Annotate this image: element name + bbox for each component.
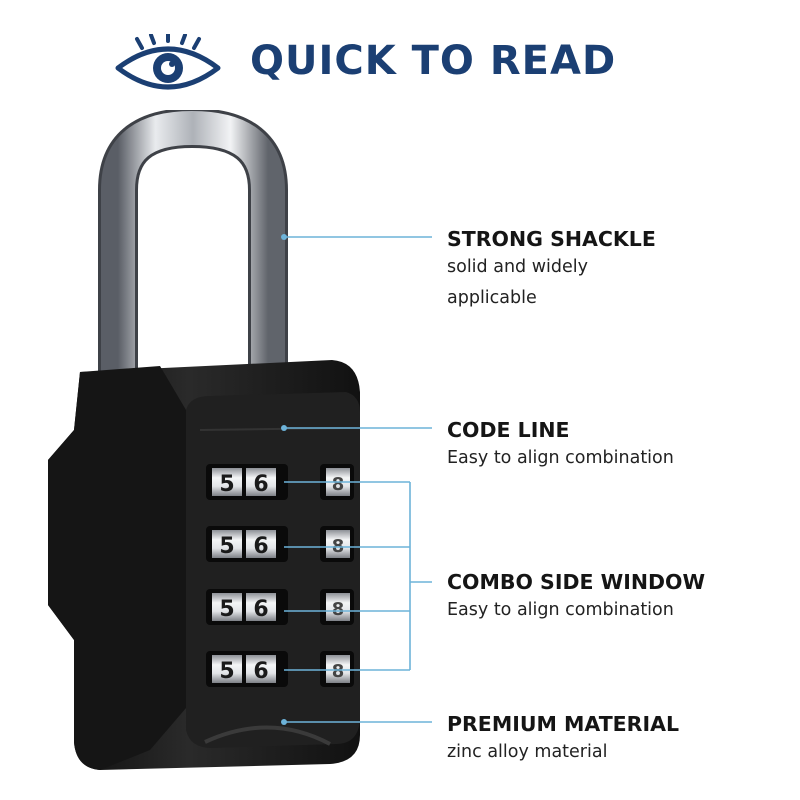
feature-strong-shackle: STRONG SHACKLE solid and widely applicab… bbox=[447, 226, 787, 314]
feature-description: Easy to align combination bbox=[447, 448, 674, 468]
feature-description: zinc alloy material bbox=[447, 742, 608, 762]
feature-title: COMBO SIDE WINDOW bbox=[447, 570, 706, 594]
feature-description: solid and widely applicable bbox=[447, 257, 588, 308]
dial-row: 5 6 8 bbox=[206, 526, 354, 562]
header: QUICK TO READ bbox=[0, 0, 800, 120]
lock-body bbox=[48, 360, 360, 770]
feature-code-line: CODE LINE Easy to align combination bbox=[447, 417, 787, 474]
dial-digit: 5 bbox=[219, 659, 234, 684]
shackle bbox=[98, 110, 288, 380]
feature-title: CODE LINE bbox=[447, 418, 570, 442]
side-window-digit: 8 bbox=[332, 599, 345, 620]
feature-title: STRONG SHACKLE bbox=[447, 227, 656, 251]
dial-row: 5 6 8 bbox=[206, 589, 354, 625]
feature-premium-material: PREMIUM MATERIAL zinc alloy material bbox=[447, 711, 787, 768]
dial-digit: 6 bbox=[253, 659, 268, 684]
callout-lines bbox=[281, 234, 432, 725]
side-window-digit: 8 bbox=[332, 661, 345, 682]
dial-digit: 5 bbox=[219, 597, 234, 622]
dial-digit: 6 bbox=[253, 472, 268, 497]
dial-digit: 6 bbox=[253, 597, 268, 622]
dial-row: 5 6 8 bbox=[206, 651, 354, 687]
feature-combo-side-window: COMBO SIDE WINDOW Easy to align combinat… bbox=[447, 569, 787, 626]
eye-icon bbox=[115, 34, 221, 90]
header-title: QUICK TO READ bbox=[250, 38, 617, 84]
padlock-illustration: 5 6 8 5 6 8 5 6 8 bbox=[48, 110, 432, 770]
side-window-digit: 8 bbox=[332, 474, 345, 495]
dial-digit: 6 bbox=[253, 534, 268, 559]
feature-description: Easy to align combination bbox=[447, 600, 674, 620]
dial-digit: 5 bbox=[219, 534, 234, 559]
feature-title: PREMIUM MATERIAL bbox=[447, 712, 680, 736]
dial-digit: 5 bbox=[219, 472, 234, 497]
